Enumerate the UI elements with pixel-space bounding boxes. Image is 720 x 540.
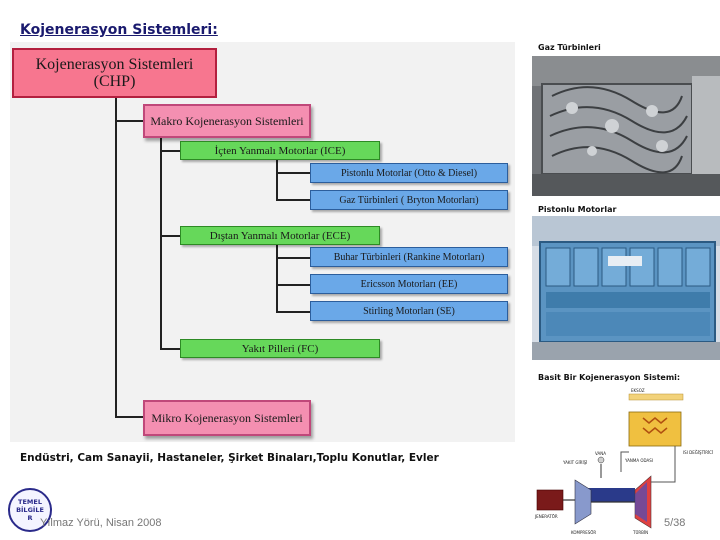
page-number: 5/38: [664, 517, 686, 529]
gas-turbine-photo: [532, 56, 720, 196]
connector-line: [276, 172, 312, 174]
connector-line: [160, 235, 182, 237]
schema-label-yakit: YAKIT GİRİŞİ: [562, 460, 587, 465]
connector-line: [160, 150, 182, 152]
schema-label-isi: ISI DEĞİŞTİRİCİ: [683, 450, 713, 455]
logo-line-3: R: [27, 514, 33, 522]
ece-box: Dıştan Yanmalı Motorlar (ECE): [180, 226, 380, 245]
usage-areas-text: Endüstri, Cam Sanayii, Hastaneler, Şirke…: [20, 452, 439, 464]
connector-line: [276, 257, 312, 259]
mikro-box: Mikro Kojenerasyon Sistemleri: [143, 400, 311, 436]
schema-label-yanma: YANMA ODASI: [624, 458, 653, 463]
gas-turbine-label: Gaz Türbinleri: [538, 43, 601, 52]
cogeneration-schema: EKSOZ VANA YAKIT GİRİŞİ YANMA ODASI ISI …: [525, 382, 720, 540]
piston-engine-label: Pistonlu Motorlar: [538, 205, 617, 214]
connector-line: [276, 311, 312, 313]
piston-engine-photo: [532, 216, 720, 360]
schema-label-jenerator: JENERATÖR: [534, 514, 558, 519]
logo: TEMEL BİLGİLE R: [8, 488, 52, 532]
schema-label: Basit Bir Kojenerasyon Sistemi:: [538, 373, 681, 382]
buhar-box: Buhar Türbinleri (Rankine Motorları): [310, 247, 508, 267]
logo-line-1: TEMEL: [18, 498, 42, 506]
schema-label-turbin: TÜRBİN: [632, 530, 648, 535]
connector-line: [160, 348, 182, 350]
schema-label-eksoz: EKSOZ: [631, 388, 645, 393]
connector-line: [115, 120, 145, 122]
chp-root-line2: (CHP): [93, 73, 136, 90]
schema-label-vana: VANA: [595, 451, 606, 456]
pistonlu-box: Pistonlu Motorlar (Otto & Diesel): [310, 163, 508, 183]
connector-line: [115, 98, 117, 418]
fuel-cell-box: Yakıt Pilleri (FC): [180, 339, 380, 358]
connector-line: [115, 416, 145, 418]
connector-line: [160, 138, 162, 350]
author-date: Yılmaz Yörü, Nisan 2008: [40, 517, 162, 529]
chp-root-box: Kojenerasyon Sistemleri (CHP): [12, 48, 217, 98]
chp-root-line1: Kojenerasyon Sistemleri: [35, 56, 194, 73]
connector-line: [276, 160, 278, 200]
ericsson-box: Ericsson Motorları (EE): [310, 274, 508, 294]
connector-line: [276, 199, 312, 201]
stirling-box: Stirling Motorları (SE): [310, 301, 508, 321]
ice-box: İçten Yanmalı Motorlar (ICE): [180, 141, 380, 160]
page-title: Kojenerasyon Sistemleri:: [20, 22, 218, 38]
makro-box: Makro Kojenerasyon Sistemleri: [143, 104, 311, 138]
gaz-turbin-box: Gaz Türbinleri ( Bryton Motorları): [310, 190, 508, 210]
schema-label-kompresor: KOMPRESÖR: [571, 530, 596, 535]
connector-line: [276, 284, 312, 286]
logo-line-2: BİLGİLE: [16, 506, 44, 514]
connector-line: [276, 245, 278, 313]
